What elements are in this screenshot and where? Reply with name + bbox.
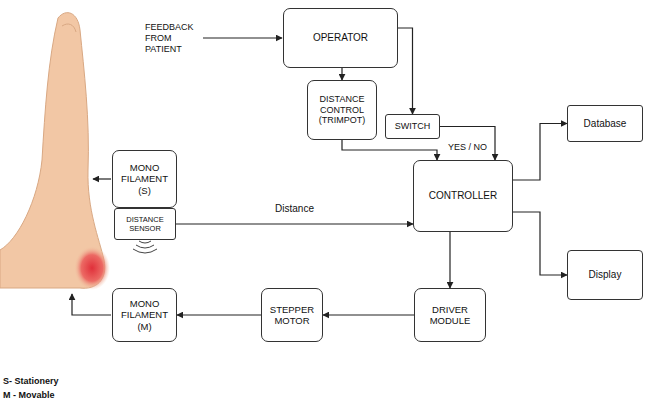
signal-arrow — [449, 232, 450, 288]
motor-box: STEPPER MOTOR — [261, 288, 323, 342]
edge-label: Distance — [273, 203, 316, 215]
box-text: MONO FILAMENT (S) — [116, 162, 173, 196]
box-text: Database — [571, 118, 639, 130]
signal-arrow — [342, 140, 437, 160]
filament-s-arrow — [93, 178, 111, 179]
filament-m-arrow — [72, 294, 111, 315]
switch-box: SWITCH — [385, 114, 440, 139]
box-text: DRIVER MODULE — [418, 304, 482, 327]
box-text: DISTANCE SENSOR — [118, 215, 172, 233]
box-content: OPERATOR — [284, 29, 397, 47]
box-content: Database — [568, 115, 642, 133]
sensor-wave — [139, 241, 151, 243]
box-text: DISTANCE CONTROL (TRIMPOT) — [311, 94, 373, 126]
box-content: Display — [568, 266, 642, 284]
operator-box: OPERATOR — [283, 8, 398, 68]
signal-arrow — [323, 314, 414, 315]
filament-box: MONO FILAMENT (M) — [112, 288, 177, 342]
legend-note: S- Stationery — [3, 376, 123, 387]
box-text: Display — [571, 269, 639, 281]
box-content: STEPPER MOTOR — [262, 301, 322, 330]
database-box: Database — [567, 105, 643, 142]
box-content: CONTROLLER — [414, 187, 512, 205]
input-note: FEEDBACK FROM PATIENT — [145, 22, 203, 54]
box-text: CONTROLLER — [417, 190, 509, 202]
sensor-wave — [133, 249, 157, 253]
edge-label: YES / NO — [446, 142, 489, 153]
heel-highlight — [74, 246, 110, 290]
box-content: MONO FILAMENT (M) — [113, 295, 176, 335]
signal-arrow — [177, 314, 261, 315]
signal-arrow — [398, 28, 413, 114]
box-content: MONO FILAMENT (S) — [113, 159, 176, 199]
driver-box: DRIVER MODULE — [414, 288, 486, 342]
signal-arrow — [341, 68, 342, 80]
legend-note: M - Movable — [3, 390, 123, 401]
toe-line — [62, 24, 76, 32]
sensor-box: DISTANCE SENSOR — [114, 208, 176, 240]
filament-box: MONO FILAMENT (S) — [112, 150, 177, 208]
signal-arrow — [440, 127, 495, 161]
box-text: OPERATOR — [287, 32, 394, 44]
box-content: DISTANCE CONTROL (TRIMPOT) — [308, 91, 376, 129]
display-box: Display — [567, 250, 643, 300]
sensor-wave — [136, 245, 154, 248]
feedback-arrow — [203, 37, 282, 38]
trimpot-box: DISTANCE CONTROL (TRIMPOT) — [307, 80, 377, 140]
signal-arrow — [176, 223, 413, 224]
box-content: SWITCH — [386, 118, 439, 135]
signal-arrow — [513, 212, 567, 275]
signal-arrow — [513, 124, 567, 181]
box-content: DRIVER MODULE — [415, 301, 485, 330]
box-text: MONO FILAMENT (M) — [116, 298, 173, 332]
box-text: STEPPER MOTOR — [265, 304, 319, 327]
box-content: DISTANCE SENSOR — [115, 212, 175, 236]
controller-box: CONTROLLER — [413, 160, 513, 232]
box-text: SWITCH — [389, 121, 436, 132]
